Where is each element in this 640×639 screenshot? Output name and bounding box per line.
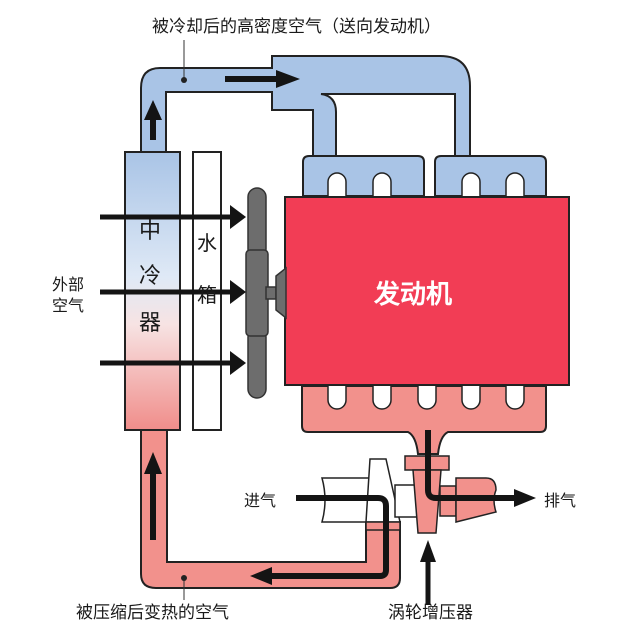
- engine-label: 发动机: [373, 279, 452, 310]
- intake-ports: [327, 172, 525, 196]
- intercooler-char-3: 器: [139, 311, 161, 336]
- exhaust-manifold: [301, 385, 547, 455]
- engine-block: [284, 196, 570, 386]
- flow-arrows: [100, 70, 536, 605]
- hot-air-label: 被压缩后变热的空气: [76, 603, 229, 623]
- exhaust-ports: [327, 386, 525, 410]
- turbocharger-label: 涡轮增压器: [388, 603, 473, 623]
- intake-label: 进气: [244, 491, 276, 510]
- outside-air-label-2: 空气: [52, 296, 84, 315]
- hot-air-dot: [181, 575, 187, 581]
- cooled-air-label: 被冷却后的高密度空气（送向发动机）: [152, 17, 441, 37]
- intake-manifold: [302, 155, 547, 197]
- cooled-air-dot: [181, 77, 187, 83]
- cooled-air-pipe: [140, 55, 471, 161]
- outside-air-label-1: 外部: [52, 275, 84, 294]
- fan: [245, 187, 287, 399]
- radiator-char-2: 箱: [197, 283, 217, 307]
- intercooler-char-2: 冷: [139, 264, 161, 289]
- radiator-char-1: 水: [197, 231, 217, 255]
- exhaust-label: 排气: [544, 491, 576, 510]
- turbocharger: [321, 455, 497, 534]
- intercooler-char-1: 中: [139, 219, 161, 244]
